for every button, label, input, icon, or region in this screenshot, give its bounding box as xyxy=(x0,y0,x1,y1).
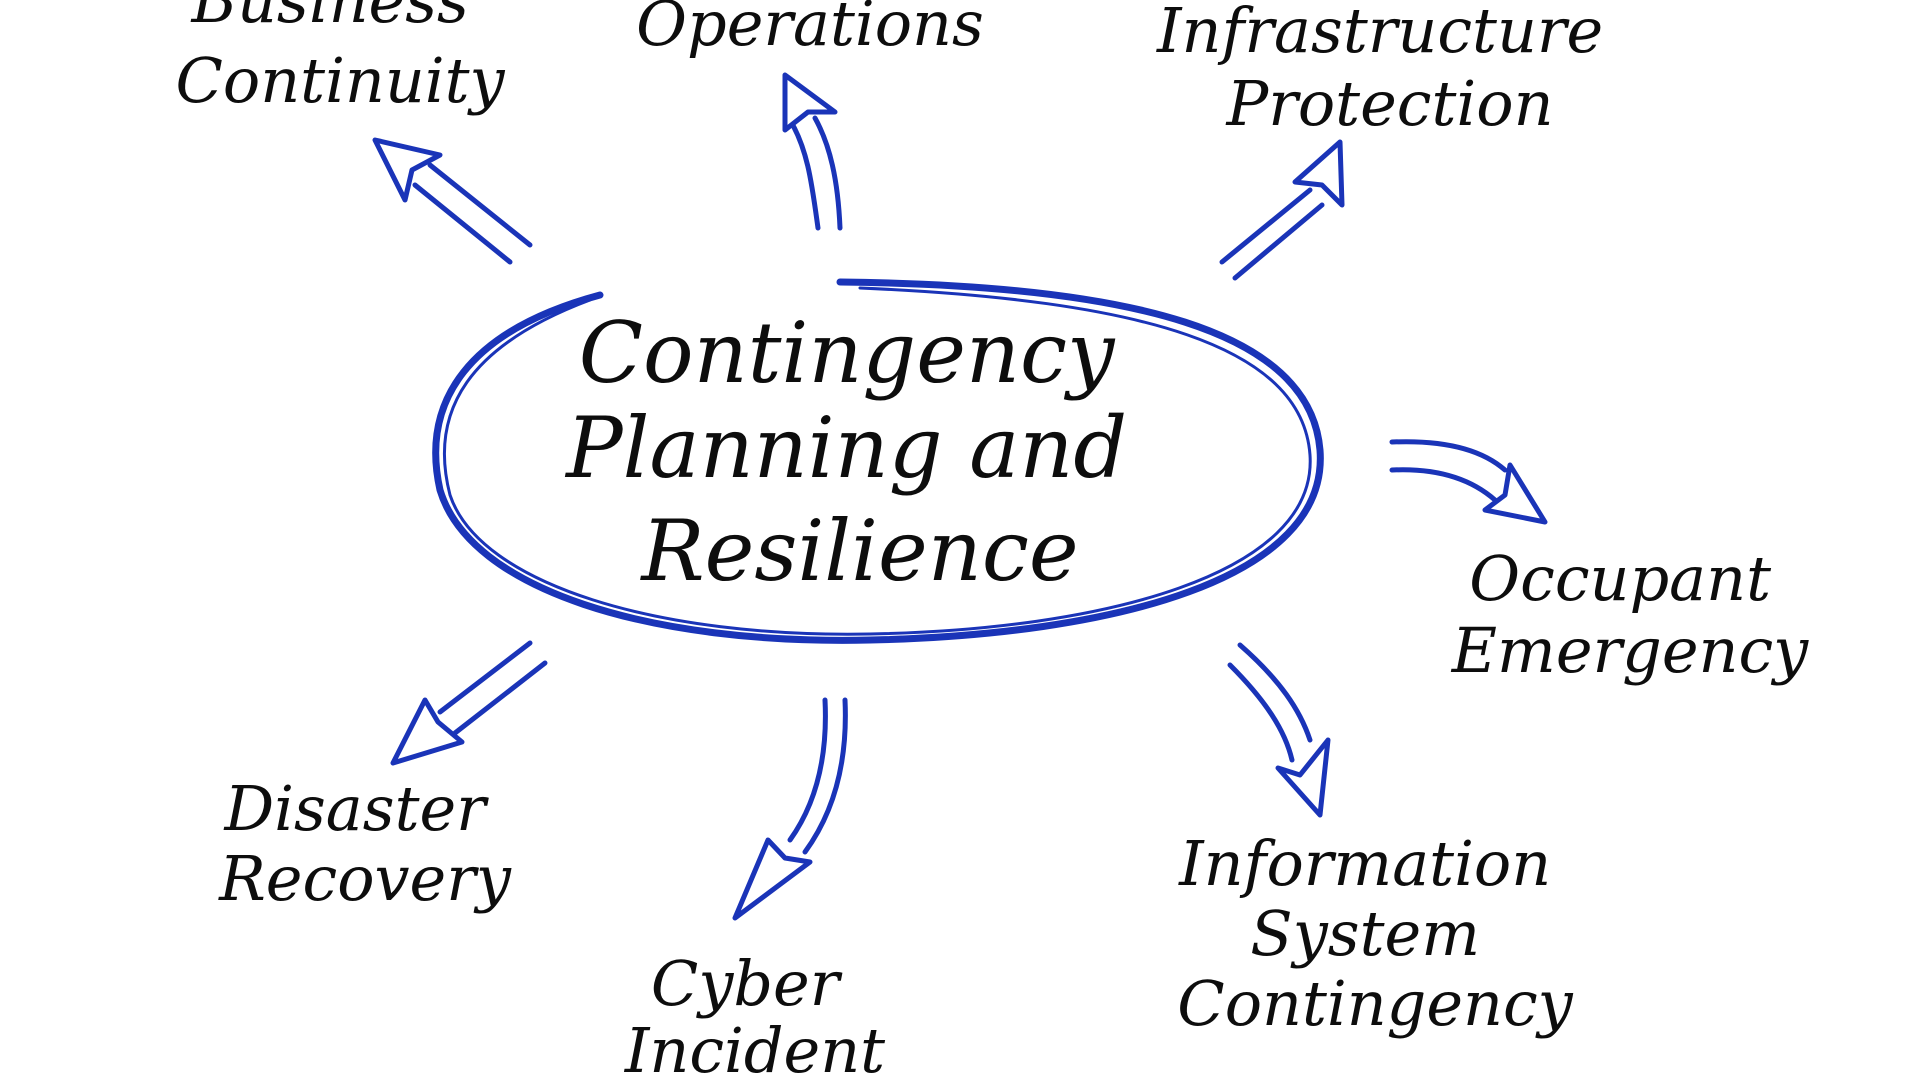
arrow-infrastructure-line-a xyxy=(1219,187,1313,265)
center-title-line-3: Resilience xyxy=(639,502,1078,600)
arrow-cyber-line-a xyxy=(787,697,828,843)
arrow-infosys-line-b xyxy=(1227,662,1295,763)
node-business-continuity: Business Continuity xyxy=(175,0,505,117)
node-cyber-incident: Cyber Incident xyxy=(624,947,885,1080)
arrow-business-continuity-line-b xyxy=(412,182,513,265)
node-information-system-contingency: Information System Contingency xyxy=(1177,827,1573,1040)
arrow-operations-line-b xyxy=(812,115,843,231)
arrow-disaster-head xyxy=(390,697,465,766)
arrow-business-continuity xyxy=(372,137,533,265)
arrow-infrastructure-line-b xyxy=(1232,202,1325,281)
node-operations-line-1: Operations xyxy=(636,0,984,60)
arrow-occupant-line-a xyxy=(1389,439,1508,473)
node-occupant-emergency: Occupant Emergency xyxy=(1451,542,1809,687)
arrow-cyber-head xyxy=(732,837,813,921)
node-occupant-line-1: Occupant xyxy=(1469,542,1771,615)
node-disaster-line-1: Disaster xyxy=(223,772,489,845)
arrow-disaster-recovery xyxy=(390,640,548,766)
node-cyber-line-2: Incident xyxy=(624,1014,885,1080)
center-ellipse xyxy=(432,278,1324,644)
arrow-business-continuity-head xyxy=(372,137,443,203)
node-infrastructure-protection: Infrastructure Protection xyxy=(1156,0,1623,140)
node-operations: Operations xyxy=(636,0,984,60)
arrow-infosys-head xyxy=(1275,737,1331,818)
center-title-line-1: Contingency xyxy=(579,304,1116,402)
arrow-disaster-line-a xyxy=(437,640,533,715)
arrow-cyber-line-b xyxy=(802,697,848,855)
arrow-information-system xyxy=(1227,642,1331,818)
arrow-infosys-line-a xyxy=(1237,642,1313,743)
arrow-business-continuity-line-a xyxy=(427,162,533,248)
arrow-infrastructure-head xyxy=(1292,139,1345,208)
center-ellipse-stroke-outer xyxy=(432,278,1324,644)
node-disaster-line-2: Recovery xyxy=(218,842,512,915)
node-occupant-line-2: Emergency xyxy=(1451,614,1809,687)
arrow-operations-line-a xyxy=(787,117,821,231)
node-infrastructure-line-2: Protection xyxy=(1225,67,1553,140)
arrow-cyber-incident xyxy=(732,697,848,921)
node-infosys-line-2: System xyxy=(1250,897,1480,970)
node-business-continuity-line-2: Continuity xyxy=(175,44,505,117)
node-infrastructure-line-1: Infrastructure xyxy=(1156,0,1603,67)
arrow-operations-head xyxy=(782,72,838,133)
arrow-disaster-line-b xyxy=(452,660,548,736)
node-business-continuity-line-1: Business xyxy=(190,0,468,37)
node-disaster-recovery: Disaster Recovery xyxy=(218,772,512,915)
center-ellipse-stroke-inner xyxy=(442,286,1312,636)
center-title: Contingency Planning and Resilience xyxy=(564,304,1154,600)
node-infosys-line-1: Information xyxy=(1178,827,1551,900)
arrow-occupant-line-b xyxy=(1389,467,1498,503)
node-infosys-line-3: Contingency xyxy=(1177,967,1573,1040)
center-title-line-2: Planning and xyxy=(564,399,1127,497)
arrow-occupant-emergency xyxy=(1389,439,1548,525)
arrow-operations xyxy=(782,72,843,231)
arrow-infrastructure-protection xyxy=(1219,139,1345,281)
node-cyber-line-1: Cyber xyxy=(651,947,843,1020)
arrow-occupant-head xyxy=(1482,462,1548,525)
